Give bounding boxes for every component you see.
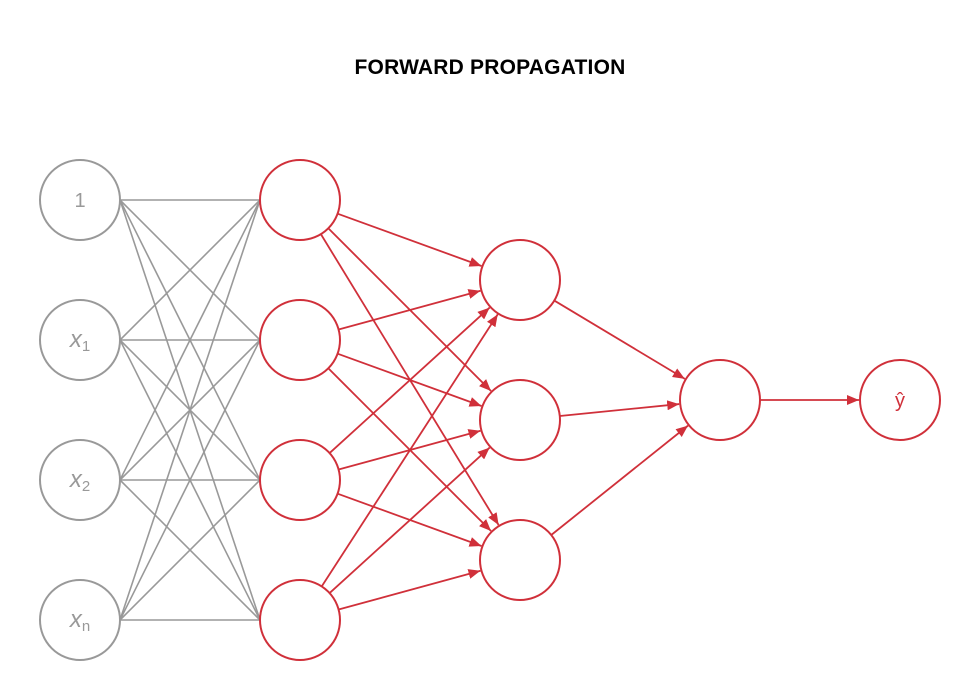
edge-hidden2-2-to-hidden3-0 (550, 424, 689, 536)
input-node-2: x2 (39, 439, 121, 521)
edge-input-3-to-hidden1-0 (119, 199, 261, 621)
input-node-0: 1 (39, 159, 121, 241)
hidden2-node-1-circle (479, 379, 561, 461)
input-node-0-label: 1 (74, 190, 85, 212)
hidden1-node-2 (259, 439, 341, 521)
hidden2-node-2 (479, 519, 561, 601)
input-node-1: x1 (39, 299, 121, 381)
input-node-1-circle (39, 299, 121, 381)
hidden1-node-0-circle (259, 159, 341, 241)
input-node-2-circle (39, 439, 121, 521)
neurons: 1 x1 x2 xn ŷ (39, 159, 941, 661)
edge-hidden1-3-to-hidden2-2 (338, 569, 481, 611)
edge-hidden1-3-to-hidden2-0 (320, 313, 499, 587)
hidden1-node-0 (259, 159, 341, 241)
edge-input-1-to-hidden1-0 (119, 199, 261, 341)
input-node-1-label: x1 (69, 326, 90, 355)
edge-hidden1-0-to-hidden2-0 (337, 212, 482, 267)
hidden2-node-1 (479, 379, 561, 461)
edge-input-2-to-hidden1-0 (119, 199, 261, 481)
hidden1-node-3 (259, 579, 341, 661)
hidden2-node-0-circle (479, 239, 561, 321)
hidden3-node-0-circle (679, 359, 761, 441)
input-node-2-label: x2 (69, 466, 90, 495)
hidden1-node-1 (259, 299, 341, 381)
edge-hidden1-1-to-hidden2-0 (338, 289, 481, 331)
hidden1-node-3-circle (259, 579, 341, 661)
edge-hidden2-0-to-hidden3-0 (553, 299, 686, 380)
edge-hidden1-2-to-hidden2-0 (328, 306, 491, 454)
hidden1-node-2-circle (259, 439, 341, 521)
input-node-3-circle (39, 579, 121, 661)
page-title: FORWARD PROPAGATION (354, 56, 626, 79)
input-node-3: xn (39, 579, 121, 661)
hidden2-node-0 (479, 239, 561, 321)
input-node-0-circle (39, 159, 121, 241)
edge-hidden2-1-to-hidden3-0 (559, 400, 680, 417)
edge-input-3-to-hidden1-1 (119, 339, 261, 621)
input-node-3-label: xn (69, 606, 90, 635)
connections (119, 199, 859, 621)
edge-hidden1-3-to-hidden2-1 (328, 446, 491, 594)
hidden2-node-2-circle (479, 519, 561, 601)
output-node-0-circle (859, 359, 941, 441)
hidden1-node-1-circle (259, 299, 341, 381)
output-node-0: ŷ (859, 359, 941, 441)
output-node-0-label: ŷ (895, 390, 905, 412)
hidden3-node-0 (679, 359, 761, 441)
edge-input-3-to-hidden1-2 (119, 479, 261, 621)
